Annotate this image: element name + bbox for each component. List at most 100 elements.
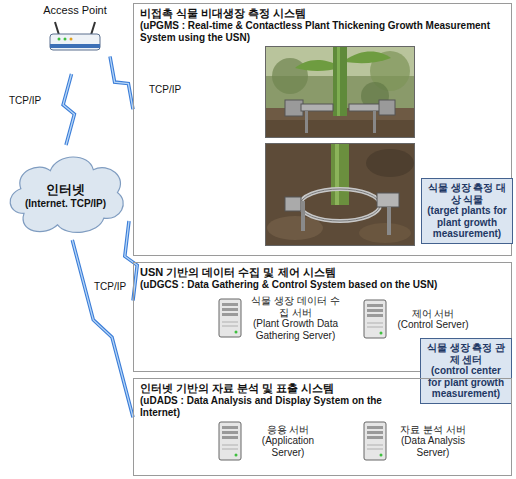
illustration-part (366, 149, 414, 177)
lightning-connector (63, 74, 74, 145)
illustration-part (222, 449, 238, 450)
illustration-part (331, 143, 349, 205)
illustration-part (222, 308, 238, 311)
sensor-photo (265, 143, 415, 246)
internet-cloud: 인터넷(Internet. TCP/IP) (3, 145, 129, 240)
lightning-inner (63, 74, 74, 145)
cloud-text: 인터넷(Internet. TCP/IP) (25, 182, 106, 210)
illustration-part (301, 201, 305, 231)
illustration-part (267, 216, 323, 240)
illustration-part (364, 422, 386, 460)
illustration-part (235, 454, 238, 457)
router-icon (47, 21, 103, 53)
access-point: Access Point (40, 4, 110, 74)
server-text: 응용 서버 (248, 424, 328, 436)
illustration-part (222, 445, 238, 446)
server-label: 응용 서버(Application Server) (248, 424, 328, 459)
callout-tag: 식물 생장 측정 대상 식물(target plants for plant g… (421, 178, 513, 244)
illustration-part (359, 223, 411, 243)
illustration-part (335, 143, 339, 205)
cloud-title: 인터넷 (25, 182, 106, 198)
illustration-part (367, 327, 383, 328)
link-label: TCP/IP (148, 84, 182, 96)
server-text: (Plant Growth Data Gathering Server) (248, 318, 343, 341)
server-node: 제어 서버(Control Server) (361, 299, 473, 339)
illustration-part (300, 189, 380, 221)
server-node: 응용 서버(Application Server) (216, 421, 328, 461)
illustration-part (222, 326, 238, 327)
box-title: 비접촉 식물 비대생장 측정 시스템 (140, 7, 505, 20)
illustration-part (364, 300, 386, 338)
illustration-part (367, 304, 383, 307)
server-icon (361, 421, 389, 461)
server-text: (Application Server) (248, 435, 328, 458)
server-label: 자료 분석 서버(Data Analysis Server) (393, 424, 473, 459)
plant-photo (265, 46, 415, 138)
server-text: (Control Server) (393, 319, 473, 331)
illustration-part (367, 314, 383, 317)
system-box: 비접촉 식물 비대생장 측정 시스템(uPGMS : Real-time & C… (133, 3, 512, 256)
lightning-inner (110, 57, 133, 110)
lightning-inner (72, 240, 133, 417)
illustration-part (377, 193, 399, 207)
illustration-part (367, 309, 383, 312)
illustration-part (70, 38, 73, 41)
illustration-part (64, 38, 67, 41)
server-node: 자료 분석 서버(Data Analysis Server) (361, 421, 473, 461)
illustration-part (91, 22, 95, 35)
server-icon (361, 299, 389, 339)
illustration-part (266, 47, 415, 138)
illustration-part (266, 144, 415, 246)
box-title: 인터넷 기반의 자료 분석 및 표출 시스템 (140, 382, 415, 395)
illustration-part (222, 426, 238, 429)
illustration-part (367, 323, 383, 324)
server-label: 제어 서버(Control Server) (393, 308, 473, 331)
tag-text: (target plants for plant growth measurem… (425, 205, 509, 240)
illustration-part (222, 431, 238, 434)
lightning-connector (72, 240, 133, 417)
illustration-part (333, 46, 347, 116)
illustration-part (367, 449, 383, 450)
tag-text: 식물 생장 측정 대상 식물 (425, 182, 509, 205)
lightning-outer (63, 74, 74, 145)
tag-text: 식물 생장 측정 관제 센터 (424, 342, 508, 365)
illustration-part (387, 207, 391, 235)
illustration-part (265, 120, 415, 138)
illustration-part (222, 322, 238, 323)
device-label: Access Point (40, 4, 110, 17)
illustration-part (222, 313, 238, 316)
illustration-part (379, 100, 395, 115)
illustration-part (219, 422, 241, 460)
illustration-part (345, 52, 391, 64)
illustration-part (285, 100, 303, 116)
illustration-part (265, 46, 415, 138)
illustration-part (235, 331, 238, 334)
illustration-part (349, 104, 381, 111)
illustration-part (337, 46, 340, 116)
box-subtitle: (uPGMS : Real-time & Contactless Plant T… (140, 20, 505, 44)
illustration-part (58, 38, 61, 41)
illustration-part (55, 22, 59, 35)
illustration-part (219, 299, 241, 337)
server-text: 식물 생장 데이터 수집 서버 (248, 295, 343, 318)
server-node: 식물 생장 데이터 수집 서버(Plant Growth Data Gather… (216, 295, 343, 341)
illustration-part (222, 303, 238, 306)
server-text: 제어 서버 (393, 308, 473, 320)
illustration-part (265, 143, 415, 246)
server-icon (216, 421, 244, 461)
illustration-part (222, 436, 238, 439)
link-label: TCP/IP (93, 281, 127, 293)
system-box: 인터넷 기반의 자료 분석 및 표출 시스템(uDADS : Data Anal… (133, 378, 512, 476)
link-label: TCP/IP (8, 95, 42, 107)
illustration-part (367, 426, 383, 429)
lightning-outer (72, 240, 133, 417)
server-text: 자료 분석 서버 (393, 424, 473, 436)
box-subtitle: (uDGCS : Data Gathering & Control System… (140, 279, 505, 291)
cloud-subtitle: (Internet. TCP/IP) (25, 198, 106, 210)
illustration-part (305, 111, 308, 133)
server-icon (216, 298, 244, 338)
callout-tag: 식물 생장 측정 관제 센터(control center for plant … (420, 338, 512, 404)
box-title: USN 기반의 데이터 수집 및 제어 시스템 (140, 266, 505, 279)
lightning-connector (110, 57, 133, 110)
illustration-part (301, 104, 333, 111)
